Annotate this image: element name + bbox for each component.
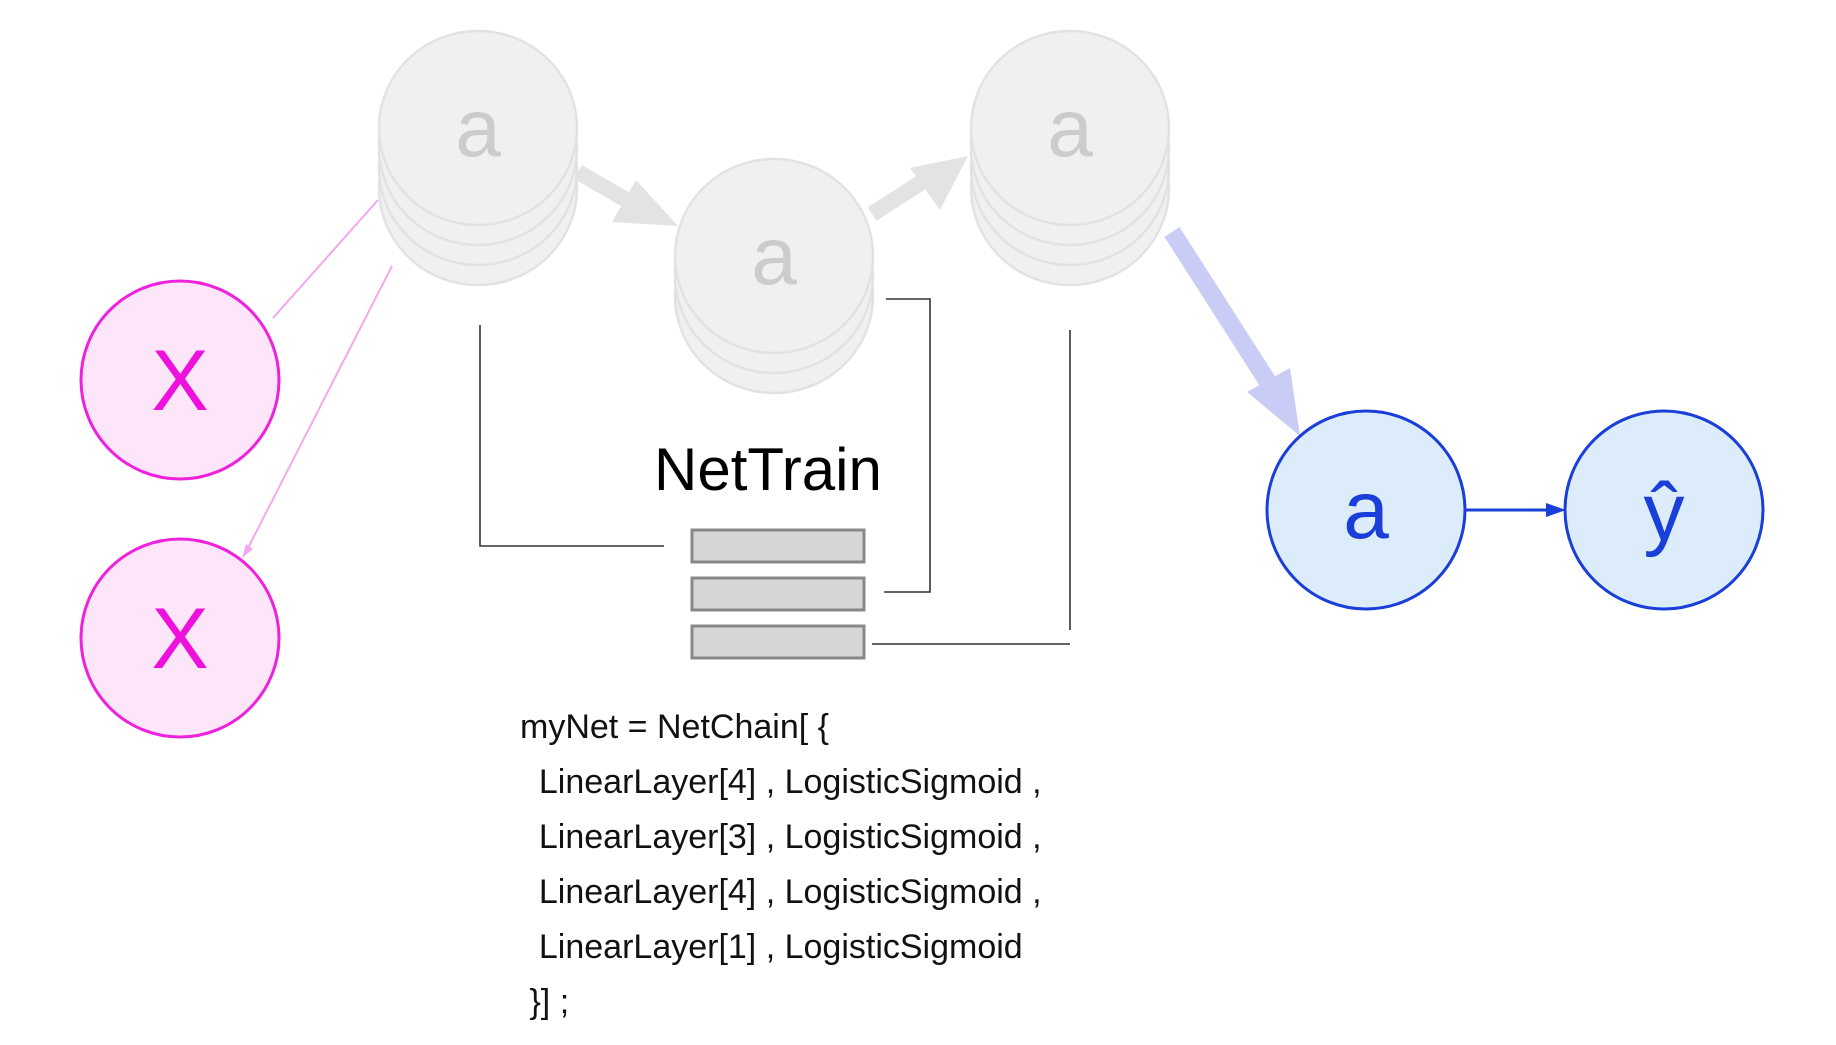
hidden-layer-label: a bbox=[1047, 83, 1093, 174]
hidden-neuron-disc bbox=[969, 29, 1171, 227]
hidden-layer-2: a bbox=[673, 157, 875, 395]
output-arrow bbox=[1164, 227, 1300, 436]
input-node-label: X bbox=[151, 591, 208, 687]
nettrain-bar bbox=[690, 528, 866, 564]
input-node-circle bbox=[79, 537, 281, 739]
output-to-prediction-arrowhead bbox=[1546, 503, 1566, 517]
hidden-neuron-disc bbox=[377, 29, 579, 227]
code-line: myNet = NetChain[ { bbox=[520, 708, 829, 746]
input-node-2: X bbox=[79, 537, 281, 739]
hidden-layer-label: a bbox=[455, 83, 501, 174]
prediction-node-label: ŷ bbox=[1644, 467, 1685, 558]
nettrain-bars bbox=[690, 528, 866, 660]
input-node-circle bbox=[79, 279, 281, 481]
output-node-label: a bbox=[1343, 465, 1389, 556]
input-nodes: XX bbox=[79, 279, 281, 739]
output-arrow-head bbox=[1247, 368, 1300, 436]
hidden-layers: a a a bbox=[377, 29, 1171, 395]
code-line: }] ; bbox=[520, 983, 570, 1021]
output-arrow-shaft bbox=[1164, 227, 1276, 387]
code-line: LinearLayer[4] , LogisticSigmoid , bbox=[520, 763, 1042, 801]
nettrain-title: NetTrain bbox=[654, 436, 882, 503]
hidden-arrow-1-head bbox=[612, 180, 678, 226]
prediction-node bbox=[1563, 409, 1765, 611]
hidden-arrow-2-head bbox=[910, 156, 968, 210]
code-line: LinearLayer[3] , LogisticSigmoid , bbox=[520, 818, 1042, 856]
nettrain-brackets bbox=[479, 298, 1071, 645]
input-connections bbox=[242, 199, 393, 558]
output-node bbox=[1265, 409, 1467, 611]
hidden-arrows bbox=[574, 156, 968, 226]
nettrain-bar bbox=[690, 624, 866, 660]
nettrain-bar bbox=[690, 576, 866, 612]
hidden-layer-1: a bbox=[377, 29, 579, 287]
bracket-layer-2 bbox=[884, 298, 931, 593]
input-edge-arrowhead bbox=[242, 544, 253, 558]
hidden-layer-3: a bbox=[969, 29, 1171, 287]
hidden-neuron-disc bbox=[673, 157, 875, 355]
input-node-1: X bbox=[79, 279, 281, 481]
output-group: a ŷ bbox=[1265, 409, 1765, 611]
bracket-layer-1 bbox=[479, 325, 664, 547]
hidden-arrow-1-shaft bbox=[574, 165, 634, 209]
input-edge bbox=[272, 199, 379, 319]
code-line: LinearLayer[4] , LogisticSigmoid , bbox=[520, 873, 1042, 911]
hidden-layer-label: a bbox=[751, 211, 797, 302]
input-node-label: X bbox=[151, 333, 208, 429]
input-edge bbox=[245, 265, 393, 553]
code-line: LinearLayer[1] , LogisticSigmoid bbox=[520, 928, 1023, 966]
hidden-arrow-2-shaft bbox=[867, 175, 927, 221]
